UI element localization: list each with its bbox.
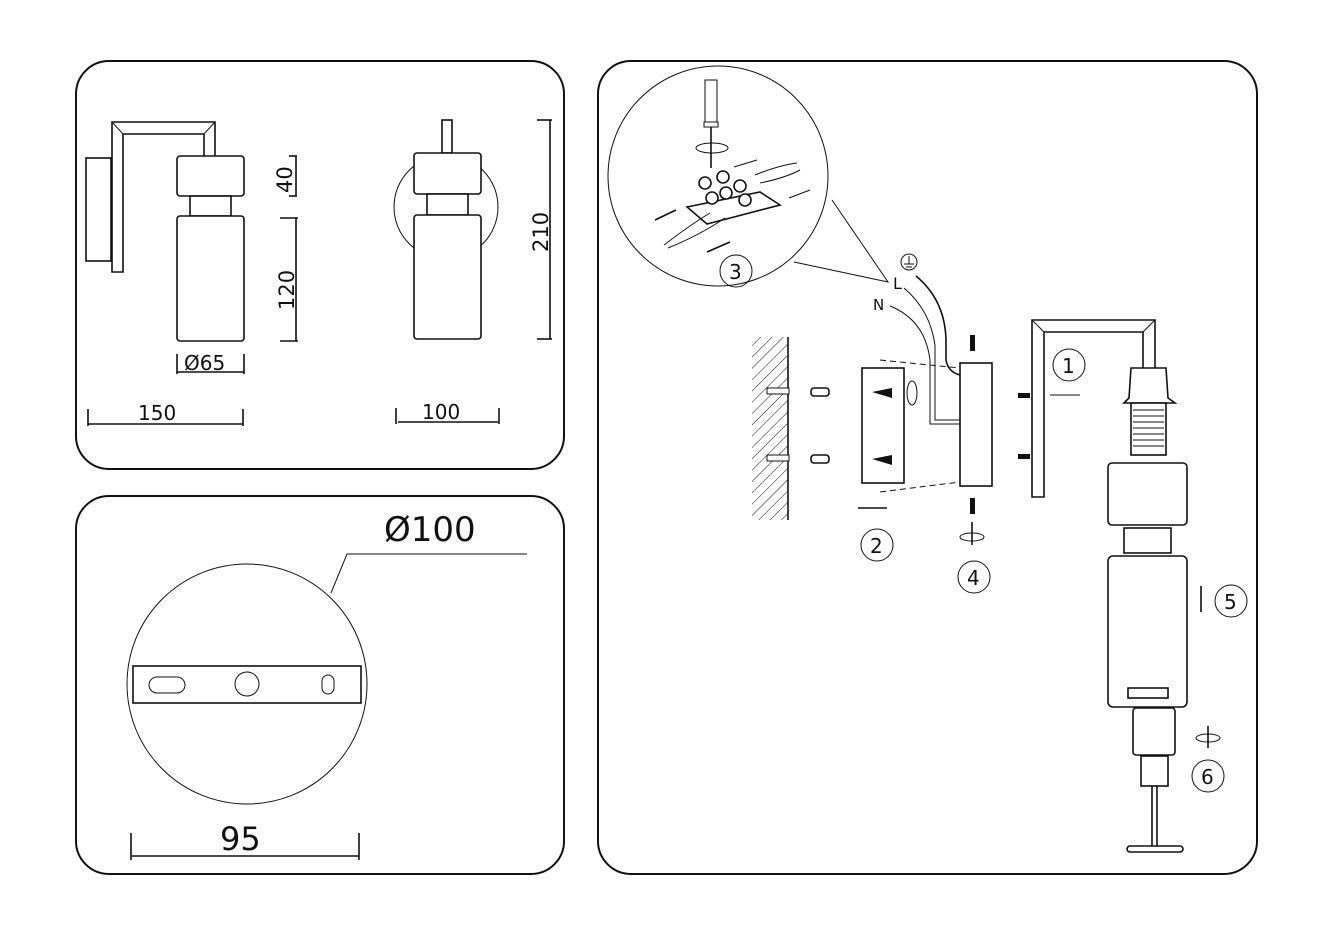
arrow-in-2 — [706, 241, 731, 253]
step-4-badge — [957, 560, 991, 594]
arm-front — [441, 119, 453, 154]
socket-cap — [1122, 367, 1178, 404]
wall-hole-top — [766, 387, 790, 395]
dim-95: 95 — [130, 820, 360, 860]
shade-bottom-side — [176, 215, 245, 342]
dim-label-base-diameter: Ø100 — [384, 510, 476, 550]
dashed-guide-bottom — [879, 481, 961, 493]
step-2-badge — [860, 528, 894, 562]
mounting-bracket — [132, 665, 362, 704]
neutral-wire — [889, 305, 960, 425]
step-4-label: 4 — [967, 566, 980, 590]
connector-front — [426, 193, 469, 216]
step-1-label: 1 — [1062, 354, 1075, 378]
wall-plate-install: 4 — [957, 335, 1030, 594]
detail-callout-terminal: 3 — [607, 65, 890, 288]
dim-210: 210 — [529, 119, 553, 340]
shade-top-install — [1107, 462, 1188, 526]
wires-out — [754, 162, 801, 184]
earth-symbol-icon — [900, 253, 918, 271]
wires-in — [663, 212, 726, 249]
screw-bottom — [872, 455, 892, 465]
socket-thread — [1130, 402, 1167, 456]
wall-hatch — [752, 337, 788, 520]
screwdriver-handle — [704, 79, 718, 123]
step-5-label: 5 — [1224, 590, 1237, 614]
connector-side — [189, 195, 232, 217]
wire-label-live: L — [893, 274, 902, 293]
base-plate: Ø100 — [126, 510, 527, 805]
mounting-hardware: 2 — [810, 359, 961, 562]
step-1-badge — [1052, 348, 1086, 382]
step-6-label: 6 — [1201, 765, 1214, 789]
side-view-lamp — [85, 121, 245, 342]
stud-bottom — [1018, 454, 1030, 459]
dim-40: 40 — [273, 155, 297, 197]
dim-100: 100 — [395, 400, 500, 424]
dim-150: 150 — [87, 401, 244, 426]
center-hole — [234, 671, 260, 697]
dim-label-120: 120 — [275, 270, 299, 310]
base-circle — [126, 563, 368, 805]
step-2-label: 2 — [870, 534, 883, 558]
wall-plug-top — [810, 387, 830, 397]
mounting-bracket-install — [861, 367, 905, 484]
bulb-base — [1140, 755, 1169, 787]
dim-120: 120 — [275, 217, 299, 342]
shade-top-front — [413, 152, 482, 195]
slot-hole-left — [148, 676, 186, 694]
screw-top — [872, 388, 892, 398]
dim-label-100: 100 — [422, 400, 460, 424]
dim-label-40: 40 — [273, 166, 297, 193]
rotate-icon — [695, 142, 729, 154]
dim-label-150: 150 — [138, 401, 176, 425]
terminal-block — [685, 191, 782, 225]
base-plate-panel — [75, 495, 565, 875]
bulb-tip — [1126, 845, 1184, 853]
dim-65: Ø65 — [176, 351, 245, 375]
wall-plug-bottom — [810, 454, 830, 464]
slot-hole-right — [321, 674, 335, 695]
step-3-badge — [719, 254, 753, 288]
wire-label-neutral: N — [873, 296, 884, 314]
live-wire — [903, 287, 960, 421]
shade-bottom-front — [413, 214, 482, 340]
step-6-badge — [1191, 759, 1225, 793]
shade-bottom-install — [1107, 555, 1188, 708]
leader-line — [330, 553, 527, 594]
lamp-assembly: 1 5 6 — [1031, 319, 1248, 853]
connector-install — [1123, 527, 1172, 554]
dim-label-95: 95 — [220, 820, 261, 858]
dim-label-210: 210 — [529, 212, 553, 252]
wall-hole-bottom — [766, 454, 790, 462]
arrow-out-2 — [788, 189, 811, 199]
rotate-icon-screw — [906, 380, 918, 406]
arrow-in-1 — [654, 209, 677, 221]
detail-circle — [607, 65, 829, 287]
shade-ring — [1127, 687, 1169, 699]
screw-bottom-plate — [970, 498, 975, 514]
front-view-lamp — [393, 119, 499, 340]
callout-lines — [793, 199, 890, 283]
bulb-holder — [1132, 707, 1176, 756]
arrow-out-1 — [733, 159, 758, 168]
wall-plate-side — [85, 157, 112, 262]
dashed-guide-top — [879, 359, 961, 369]
step-5-badge — [1214, 584, 1248, 618]
wall-plate — [959, 362, 993, 487]
stud-top — [1018, 393, 1030, 398]
shade-top-side — [176, 155, 245, 197]
wall-section — [752, 337, 790, 520]
dim-label-65: Ø65 — [184, 351, 225, 375]
screw-top-plate — [970, 335, 975, 351]
step-3-label: 3 — [729, 260, 742, 284]
